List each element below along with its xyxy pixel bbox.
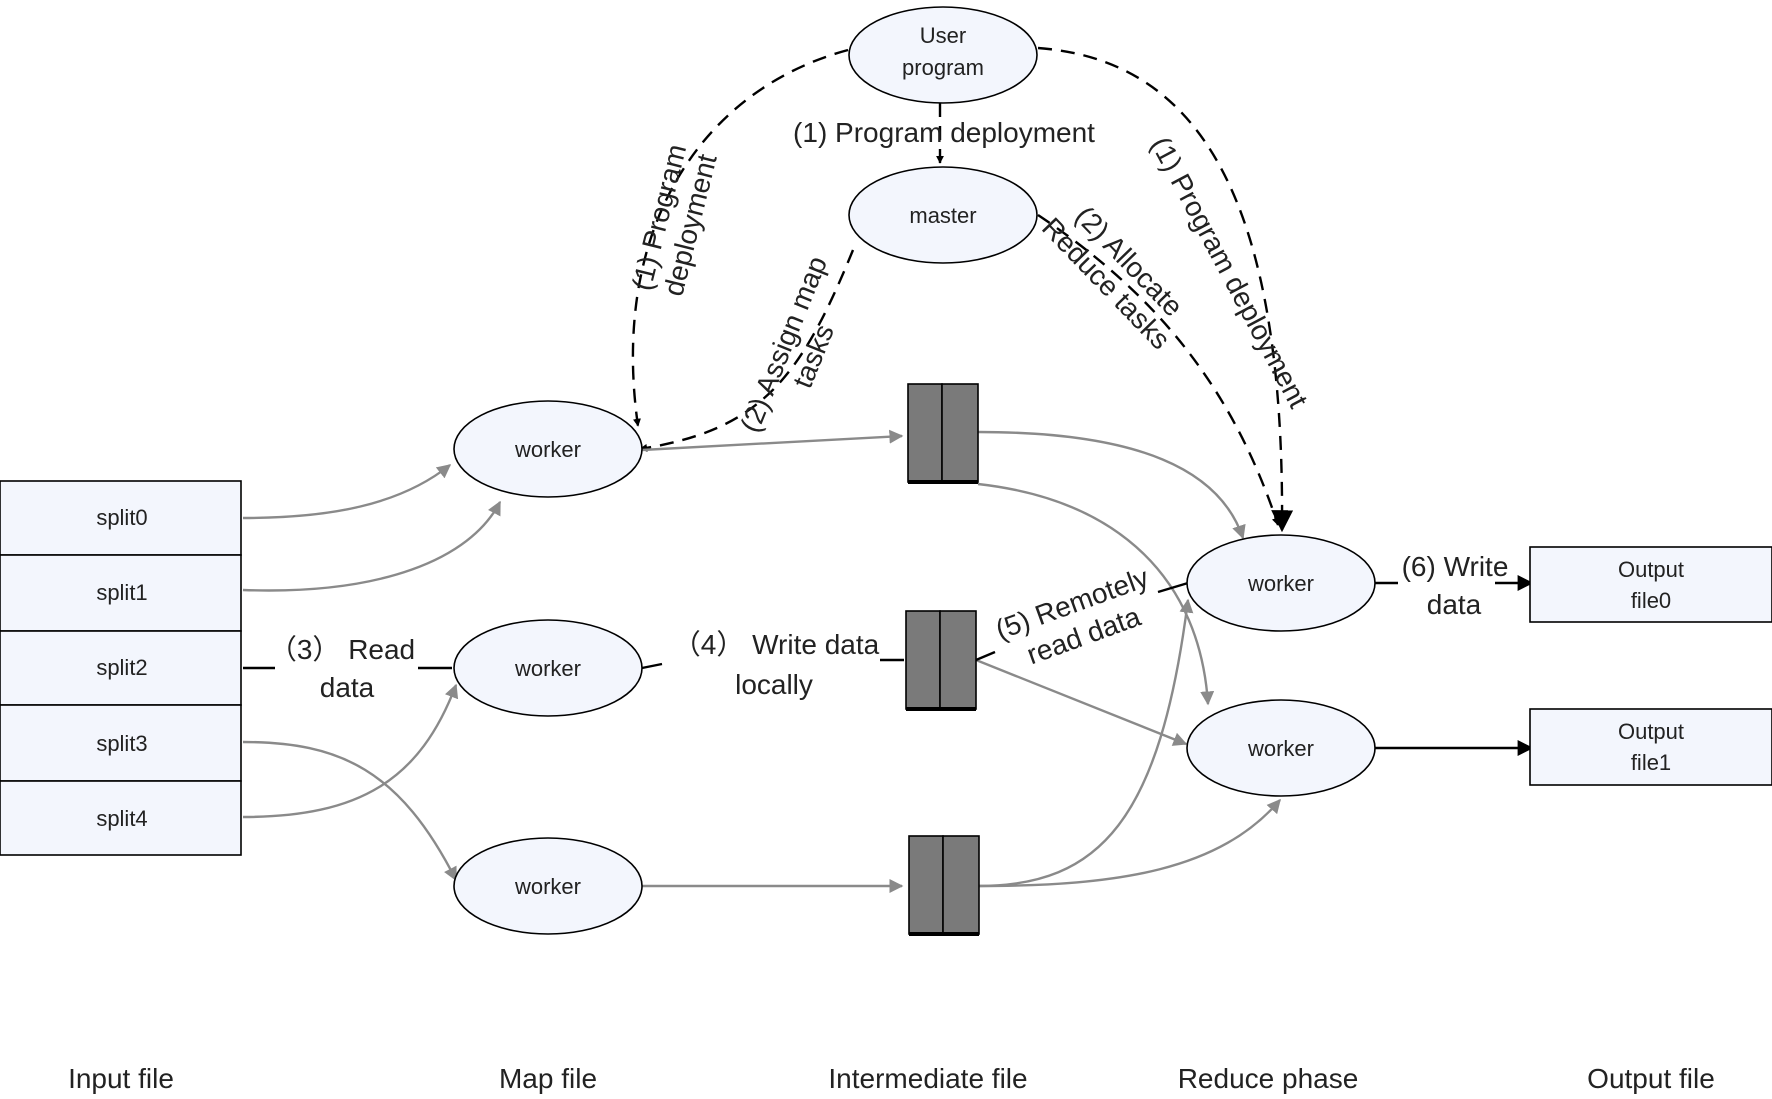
label-read-data-line-1: （3） Read (269, 634, 415, 665)
split-label-1: split1 (96, 580, 147, 605)
master-node[interactable]: master (848, 166, 1038, 264)
section-labels: Input file Map file Intermediate file Re… (68, 1063, 1715, 1094)
reduce-worker-1[interactable]: worker (1186, 534, 1376, 632)
user-program-label-line-2: program (902, 55, 984, 80)
map-worker-3[interactable]: worker (453, 837, 643, 935)
output-file-1-label-line-1: Output (1618, 719, 1684, 744)
split-box-0[interactable] (0, 480, 242, 556)
solid-edges (243, 575, 1534, 756)
edge-map-worker-1-to-intermediate-1 (641, 429, 904, 452)
reduce-worker-1-label: worker (1247, 571, 1314, 596)
edge-intermediate-3-to-reduce-worker-2 (977, 798, 1281, 888)
master-label: master (909, 203, 976, 228)
intermediate-file-3-right (942, 835, 980, 935)
label-write-local-line-1: （4） Write data (673, 629, 880, 660)
label-write-data-line-1: (6) Write (1402, 551, 1509, 582)
label-remote-read: (5) Remotely read data (991, 562, 1152, 671)
reduce-worker-2-label: worker (1247, 736, 1314, 761)
edge-intermediate-1-to-reduce-worker-1 (977, 430, 1246, 540)
edge-intermediate-2-to-reduce-worker-2 (975, 658, 1188, 746)
map-worker-2-ellipse (453, 619, 643, 717)
intermediate-file-2-right (939, 610, 977, 710)
intermediate-file-2[interactable] (905, 610, 977, 711)
connector-map-worker-2-to-write-label (641, 662, 663, 670)
user-program-label-line-1: User (920, 23, 966, 48)
edge-intermediate-3-to-reduce-worker-1 (977, 598, 1194, 888)
label-write-data-line-2: data (1427, 589, 1482, 620)
edge-split1-to-map-worker-1 (242, 500, 502, 592)
label-write-local-line-2: locally (735, 669, 813, 700)
control-edges (631, 46, 1294, 533)
output-file-0-box (1529, 546, 1772, 623)
split-box-1[interactable] (0, 554, 242, 632)
output-file-1-box (1529, 708, 1772, 786)
intermediate-file-2-left (905, 610, 941, 710)
reduce-worker-2-ellipse (1186, 699, 1376, 797)
edge-split4-to-map-worker-2 (242, 683, 459, 819)
map-worker-3-label: worker (514, 874, 581, 899)
intermediate-file-1-left (907, 383, 943, 483)
reduce-worker-2[interactable]: worker (1186, 699, 1376, 797)
label-allocate-reduce: (2) Allocate Reduce tasks (1036, 200, 1189, 355)
split-label-3: split3 (96, 731, 147, 756)
map-worker-3-ellipse (453, 837, 643, 935)
map-worker-2[interactable]: worker (453, 619, 643, 717)
split-label-0: split0 (96, 505, 147, 530)
edge-split3-to-map-worker-3 (242, 740, 458, 882)
label-deploy-center: (1) Program deployment (793, 117, 1095, 148)
section-output-file: Output file (1587, 1063, 1715, 1094)
intermediate-file-3-left (908, 835, 944, 935)
output-file-0-label-line-2: file0 (1631, 588, 1671, 613)
label-deploy-left: (1) Program deployment (626, 141, 723, 299)
edge-master-to-reduce-worker (1037, 214, 1280, 526)
label-assign-map: (2) Assign map tasks (734, 252, 840, 437)
section-input-file: Input file (68, 1063, 174, 1094)
map-worker-2-label: worker (514, 656, 581, 681)
map-worker-1-ellipse (453, 400, 643, 498)
output-file-0[interactable]: Output file0 (1529, 546, 1772, 623)
connector-remote-label-to-reduce-worker-1 (1157, 581, 1189, 594)
data-flow-edges (242, 429, 1281, 893)
label-deploy-right: (1) Program deployment (1145, 132, 1314, 413)
section-intermediate-file: Intermediate file (828, 1063, 1027, 1094)
edge-split0-to-map-worker-1 (242, 464, 452, 520)
input-file: split0 split1 split2 split3 split4 (0, 480, 242, 856)
section-reduce-phase: Reduce phase (1178, 1063, 1359, 1094)
split-box-3[interactable] (0, 704, 242, 782)
user-program-ellipse (848, 6, 1038, 104)
split-box-2[interactable] (0, 630, 242, 706)
intermediate-file-1[interactable] (907, 383, 979, 484)
output-file-1-label-line-2: file1 (1631, 750, 1671, 775)
map-worker-1[interactable]: worker (453, 400, 643, 498)
user-program-node[interactable]: User program (848, 6, 1038, 104)
output-file-0-label-line-1: Output (1618, 557, 1684, 582)
split-box-4[interactable] (0, 780, 242, 856)
label-read-data-line-2: data (320, 672, 375, 703)
edge-user-to-reduce-worker (1037, 46, 1294, 533)
section-map-file: Map file (499, 1063, 597, 1094)
split-label-2: split2 (96, 655, 147, 680)
intermediate-file-3[interactable] (908, 835, 980, 936)
edge-user-to-map-worker (631, 48, 849, 427)
intermediate-file-1-right (941, 383, 979, 483)
edge-master-to-map-worker (639, 249, 855, 452)
map-worker-1-label: worker (514, 437, 581, 462)
reduce-worker-1-ellipse (1186, 534, 1376, 632)
output-file-1[interactable]: Output file1 (1529, 708, 1772, 786)
master-ellipse (848, 166, 1038, 264)
label-deploy-right-text: (1) Program deployment (1145, 132, 1314, 413)
edge-intermediate-1-to-reduce-worker-2 (977, 482, 1215, 706)
split-label-4: split4 (96, 806, 147, 831)
connector-intermediate-2-to-remote-label (975, 650, 996, 662)
